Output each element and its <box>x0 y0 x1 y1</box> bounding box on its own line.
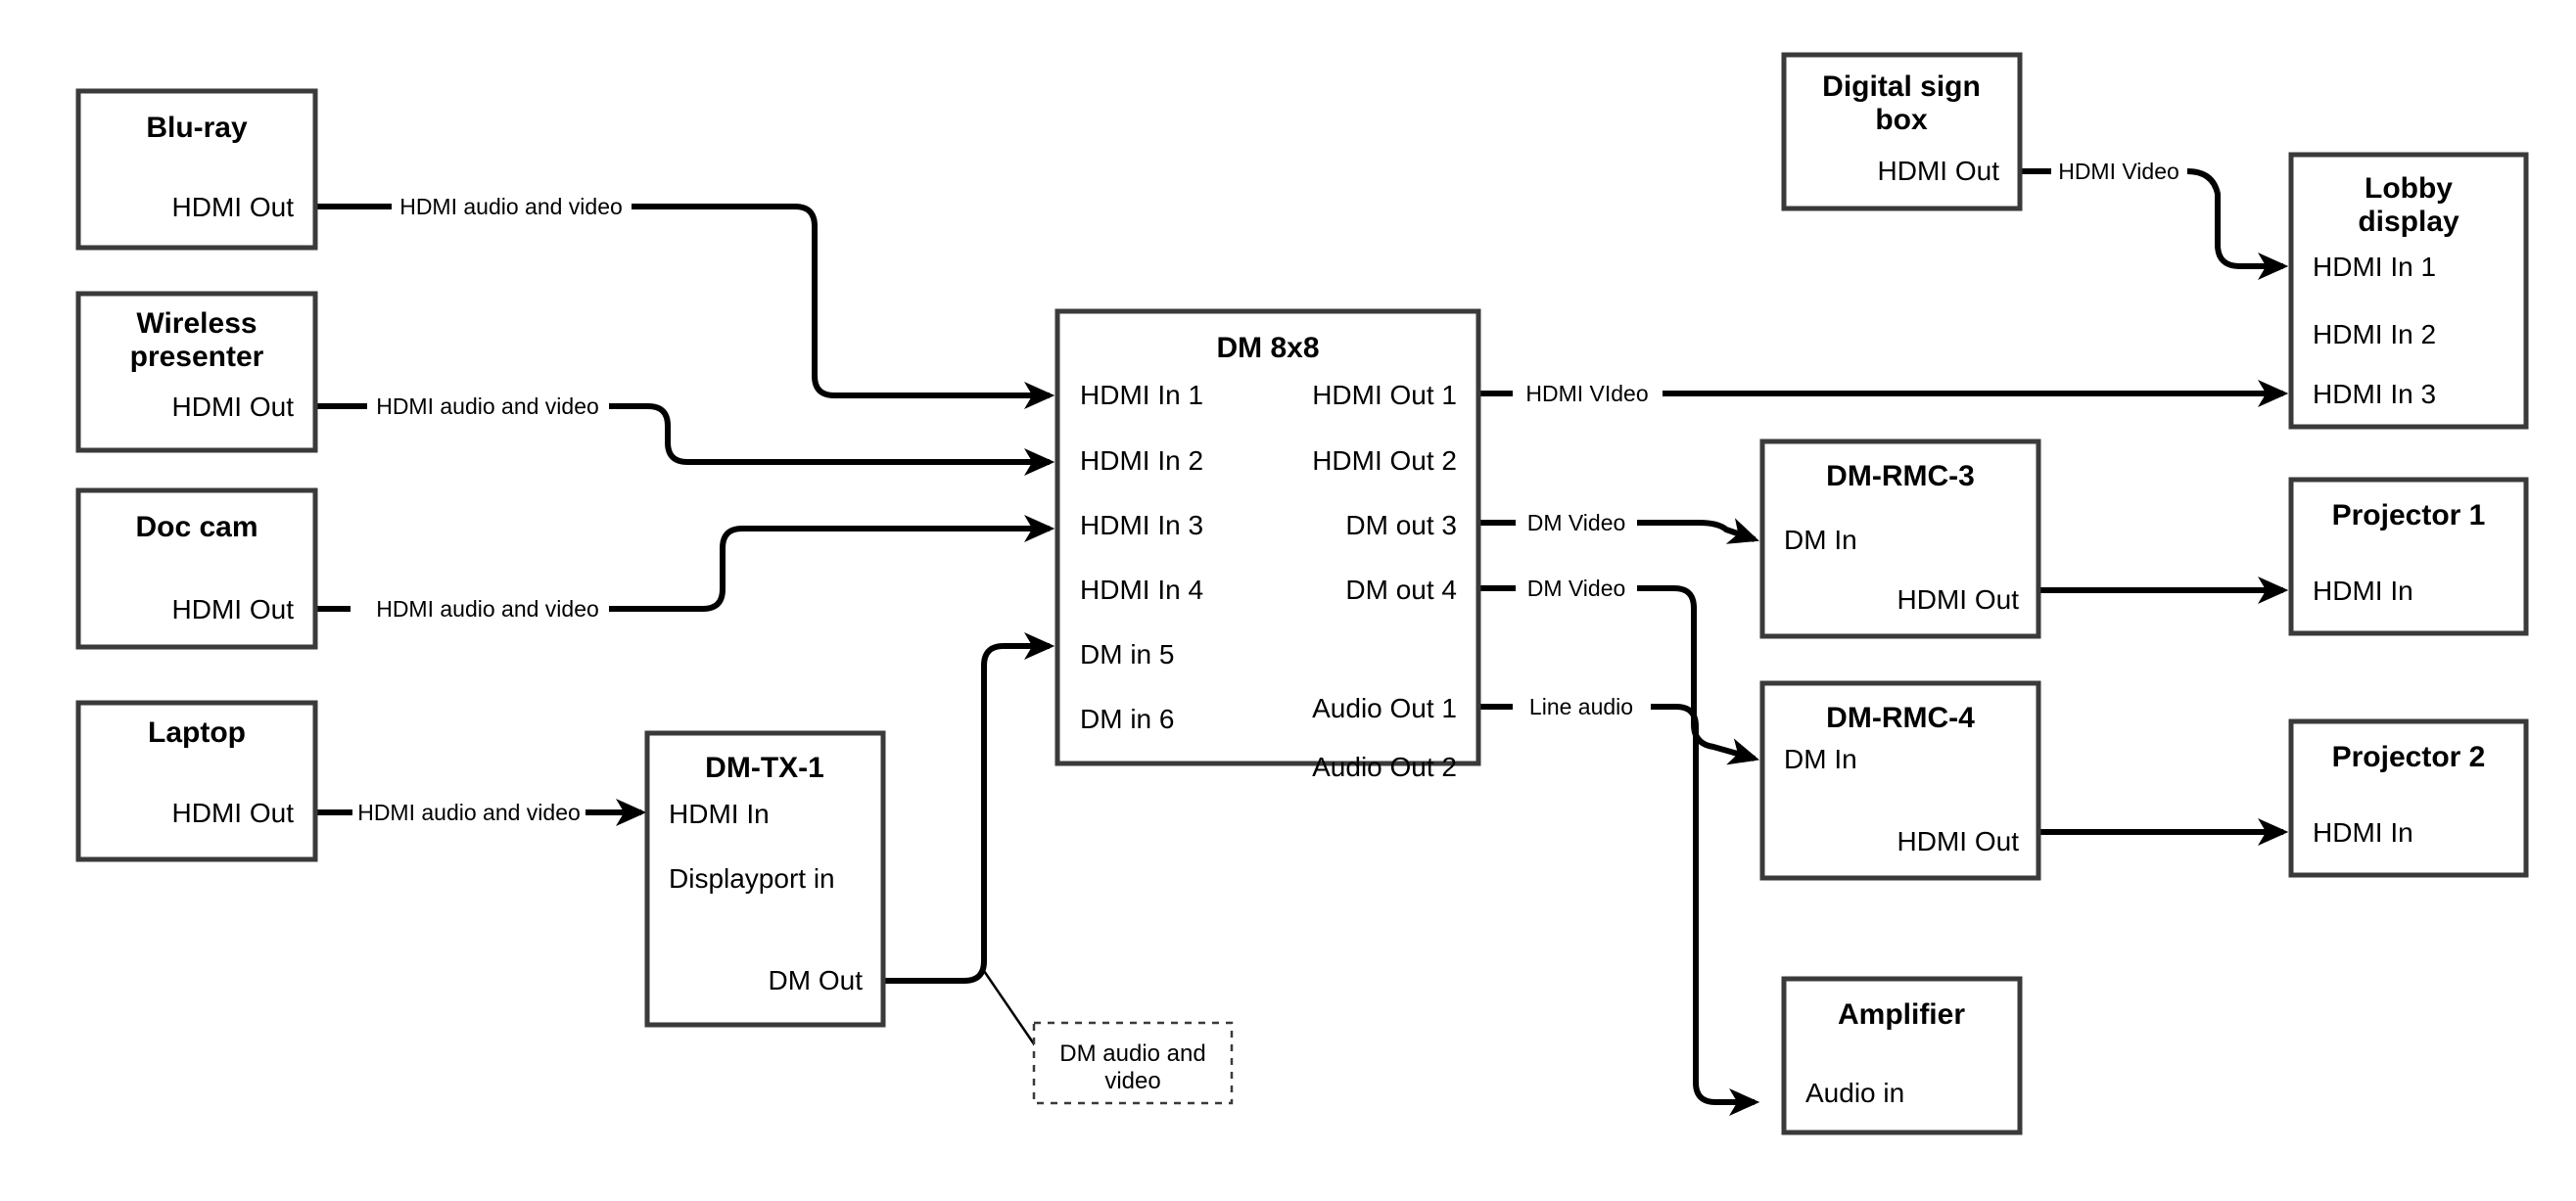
wireless-title-line2: presenter <box>130 341 264 373</box>
dm8x8-output-audio-out-1: Audio Out 1 <box>1312 693 1457 723</box>
dmrmc4-title: DM-RMC-4 <box>1826 702 1975 734</box>
dmrmc4-port-hdmi-out: HDMI Out <box>1897 826 2020 856</box>
amplifier-port-audio-in: Audio in <box>1805 1078 1904 1108</box>
edge-label-dm8x8-out1-to-lobby: HDMI VIdeo <box>1525 381 1648 406</box>
bluray-box-outline <box>75 88 318 251</box>
dm8x8-output-hdmi-out-1: HDMI Out 1 <box>1312 380 1457 410</box>
lobby-input-hdmi-in-1: HDMI In 1 <box>2313 252 2436 282</box>
wire-dmtx1-to-dm8x8 <box>883 631 1055 984</box>
dm8x8-input-dm-in-5: DM in 5 <box>1080 639 1174 670</box>
dm8x8-box-outline <box>1054 308 1481 766</box>
dm8x8-output-dm-out-3: DM out 3 <box>1345 510 1457 540</box>
device-box-projector-2[interactable]: Projector 2 HDMI In <box>2288 718 2529 878</box>
projector2-title: Projector 2 <box>2332 741 2486 773</box>
edge-label-bluray-to-dm8x8: HDMI audio and video <box>399 194 623 219</box>
wire-digitalsign-to-lobby <box>2020 168 2283 266</box>
device-box-dm-rmc-4[interactable]: DM-RMC-4 DM In HDMI Out <box>1759 680 2041 881</box>
note-leader-line <box>980 967 1039 1049</box>
note-text-line2: video <box>1104 1068 1160 1094</box>
dm8x8-input-hdmi-in-1: HDMI In 1 <box>1080 380 1203 410</box>
device-box-digital-sign-box[interactable]: Digital sign box HDMI Out <box>1781 52 2023 211</box>
lobby-input-hdmi-in-2: HDMI In 2 <box>2313 319 2436 349</box>
dmtx1-port-displayport-in: Displayport in <box>669 863 835 894</box>
device-box-lobby-display[interactable]: Lobby display HDMI In 1 HDMI In 2 HDMI I… <box>2288 152 2529 430</box>
lobby-input-hdmi-in-3: HDMI In 3 <box>2313 379 2436 409</box>
wire-wireless-to-dm8x8 <box>315 403 1050 462</box>
doccam-box-outline <box>75 487 318 650</box>
note-text-line1: DM audio and <box>1059 1040 1205 1067</box>
dm8x8-input-dm-in-6: DM in 6 <box>1080 704 1174 734</box>
device-box-dm-8x8[interactable]: DM 8x8 HDMI In 1 HDMI In 2 HDMI In 3 HDM… <box>1054 308 1481 782</box>
dmrmc3-port-dm-in: DM In <box>1784 525 1857 555</box>
projector2-port-hdmi-in: HDMI In <box>2313 817 2413 848</box>
bluray-port-hdmi-out: HDMI Out <box>172 192 295 222</box>
device-box-doc-cam[interactable]: Doc cam HDMI Out <box>75 487 318 650</box>
edge-label-dm8x8-audio-to-amplifier: Line audio <box>1529 694 1633 719</box>
projector1-box-outline <box>2288 477 2529 636</box>
laptop-box-outline <box>75 700 318 862</box>
dm8x8-output-dm-out-4: DM out 4 <box>1345 575 1457 605</box>
dm8x8-title: DM 8x8 <box>1216 332 1319 364</box>
dmrmc3-box-outline <box>1759 439 2041 639</box>
laptop-port-hdmi-out: HDMI Out <box>172 798 295 828</box>
dmrmc3-title: DM-RMC-3 <box>1826 460 1975 492</box>
dmtx1-port-dm-out: DM Out <box>769 965 864 995</box>
device-box-wireless-presenter[interactable]: Wireless presenter HDMI Out <box>75 291 318 453</box>
note-box-outline <box>1032 1021 1234 1105</box>
doccam-title: Doc cam <box>135 511 258 543</box>
projector1-port-hdmi-in: HDMI In <box>2313 576 2413 606</box>
dm8x8-input-hdmi-in-4: HDMI In 4 <box>1080 575 1203 605</box>
wire-bluray-to-dm8x8 <box>315 204 1050 395</box>
doccam-port-hdmi-out: HDMI Out <box>172 594 295 624</box>
device-box-dm-rmc-3[interactable]: DM-RMC-3 DM In HDMI Out <box>1759 439 2041 639</box>
dm8x8-input-hdmi-in-3: HDMI In 3 <box>1080 510 1203 540</box>
dm8x8-output-audio-out-2: Audio Out 2 <box>1312 752 1457 782</box>
edge-label-wireless-to-dm8x8: HDMI audio and video <box>376 393 599 419</box>
lobby-box-outline <box>2288 152 2529 430</box>
edge-label-laptop-to-dmtx1: HDMI audio and video <box>357 800 581 825</box>
edge-label-digitalsign-to-lobby: HDMI Video <box>2058 159 2179 184</box>
edge-label-dm8x8-out4-to-dmrmc4: DM Video <box>1527 576 1626 601</box>
dmrmc4-port-dm-in: DM In <box>1784 744 1857 774</box>
device-box-amplifier[interactable]: Amplifier Audio in <box>1781 976 2023 1135</box>
lobby-title-line2: display <box>2358 206 2459 238</box>
dmtx1-title: DM-TX-1 <box>705 752 824 784</box>
wire-dm8x8-audio-to-amplifier <box>1480 704 1755 1102</box>
device-box-bluray[interactable]: Blu-ray HDMI Out <box>75 88 318 251</box>
digitalsign-port-hdmi-out: HDMI Out <box>1878 156 2000 186</box>
wireless-box-outline <box>75 291 318 453</box>
wire-dm8x8-out4-to-dmrmc4 <box>1480 585 1755 759</box>
dmtx1-port-hdmi-in: HDMI In <box>669 799 770 829</box>
digitalsign-title-line1: Digital sign <box>1822 70 1981 103</box>
projector1-title: Projector 1 <box>2332 499 2486 531</box>
projector2-box-outline <box>2288 718 2529 878</box>
dmrmc4-box-outline <box>1759 680 2041 881</box>
edge-label-dm8x8-out3-to-dmrmc3: DM Video <box>1527 510 1626 535</box>
device-box-laptop[interactable]: Laptop HDMI Out <box>75 700 318 862</box>
dm8x8-output-hdmi-out-2: HDMI Out 2 <box>1312 445 1457 476</box>
lobby-title-line1: Lobby <box>2365 172 2453 205</box>
dmrmc3-port-hdmi-out: HDMI Out <box>1897 584 2020 615</box>
wire-doccam-to-dm8x8 <box>315 529 1050 612</box>
note-dm-audio-and-video: DM audio and video <box>1032 1021 1234 1105</box>
device-box-projector-1[interactable]: Projector 1 HDMI In <box>2288 477 2529 636</box>
wireless-port-hdmi-out: HDMI Out <box>172 392 295 422</box>
wireless-title-line1: Wireless <box>136 307 257 340</box>
dmtx1-box-outline <box>644 730 886 1028</box>
amplifier-title: Amplifier <box>1838 998 1965 1031</box>
edge-label-doccam-to-dm8x8: HDMI audio and video <box>376 596 599 622</box>
digitalsign-box-outline <box>1781 52 2023 211</box>
amplifier-box-outline <box>1781 976 2023 1135</box>
dm8x8-input-hdmi-in-2: HDMI In 2 <box>1080 445 1203 476</box>
digitalsign-title-line2: box <box>1875 104 1928 136</box>
bluray-title: Blu-ray <box>146 112 248 144</box>
laptop-title: Laptop <box>148 716 246 749</box>
device-box-dm-tx-1[interactable]: DM-TX-1 HDMI In Displayport in DM Out <box>644 730 886 1028</box>
wire-dm8x8-out3-to-dmrmc3 <box>1480 523 1755 539</box>
